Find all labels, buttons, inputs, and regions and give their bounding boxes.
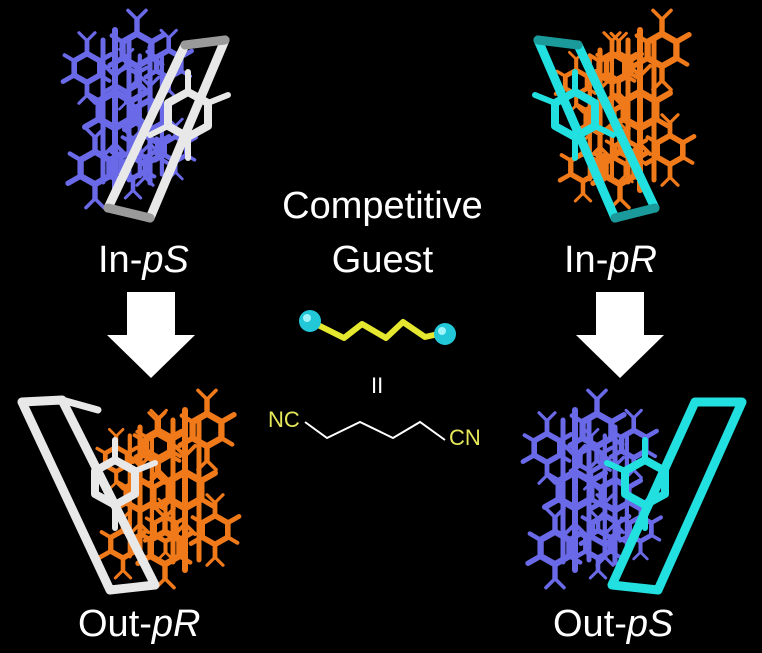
arrow-right-down [576,292,664,378]
label-in-ps-chirality: pS [142,239,189,281]
label-out-pr-prefix: Out- [78,603,152,645]
arrow-left-down [107,292,195,378]
label-in-pr-chirality: pR [608,239,657,281]
label-out-pr-chirality: pR [151,603,201,645]
label-out-ps-prefix: Out- [553,603,627,645]
label-in-ps: In-pS [98,240,189,280]
molecule-out-pr [17,390,239,595]
title-guest: Guest [331,239,434,281]
molecule-out-ps [523,390,747,595]
molecule-in-pr [532,10,694,223]
guest-skeletal-chain [304,420,446,441]
formula-nc: NC [268,407,300,432]
equals-sign: II [371,373,384,398]
molecule-in-ps [63,10,231,223]
label-out-pr: Out-pR [78,604,200,644]
guest-ball-and-stick [299,310,456,345]
label-in-pr-prefix: In- [564,239,609,281]
title-competitive: Competitive [282,185,483,227]
label-out-ps: Out-pS [553,604,673,644]
label-in-ps-prefix: In- [98,239,143,281]
label-out-ps-chirality: pS [626,603,674,645]
label-in-pr: In-pR [564,240,657,280]
formula-cn: CN [449,425,481,450]
